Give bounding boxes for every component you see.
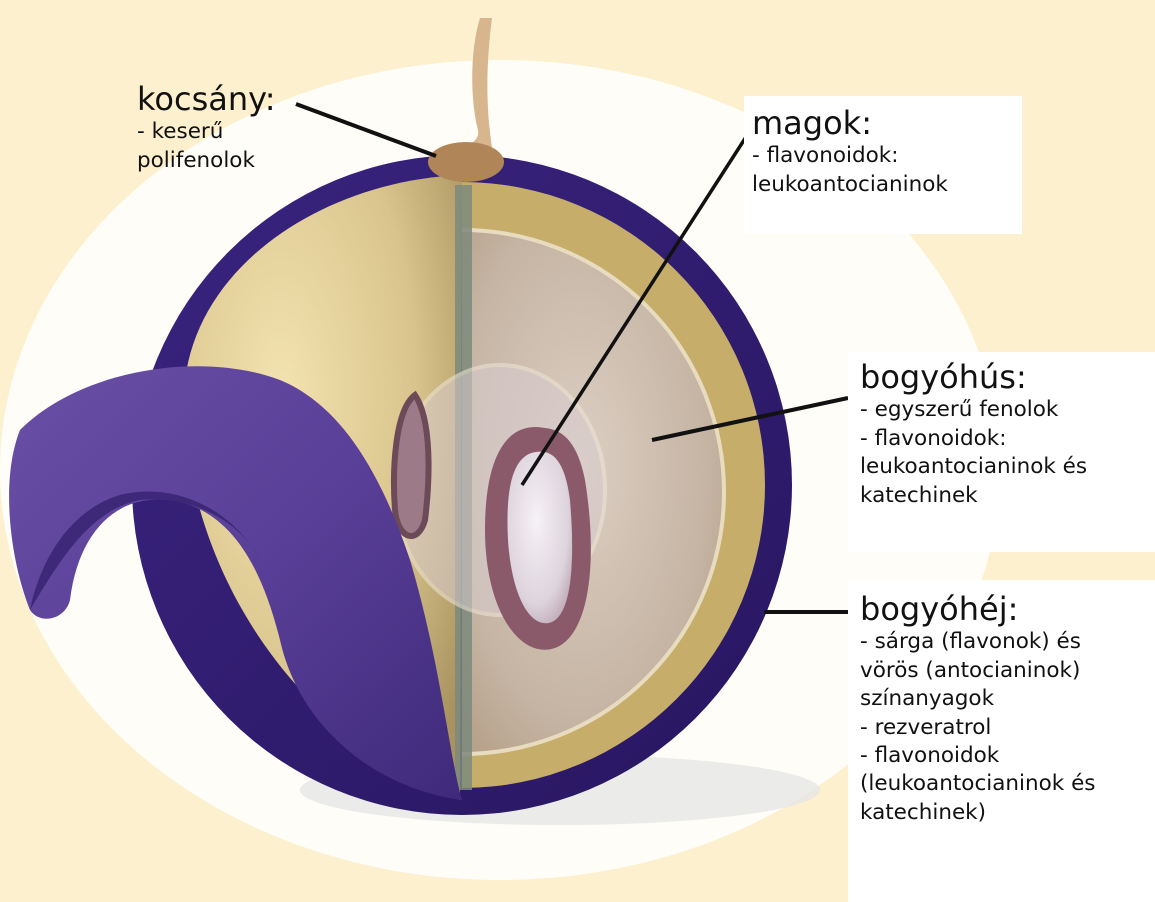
- skin-label-line: - flavonoidok: [860, 742, 1096, 770]
- skin-label-line: - sárga (flavonok) és: [860, 628, 1096, 656]
- flesh-label-line: leukoantocianinok és: [860, 453, 1087, 481]
- flesh-label-line: - flavonoidok:: [860, 425, 1087, 453]
- skin-label-line: vörös (antocianinok): [860, 657, 1096, 685]
- stem-label-line: polifenolok: [137, 147, 276, 175]
- stem-label-line: - keserű: [137, 118, 276, 146]
- skin-label-line: katechinek): [860, 799, 1096, 827]
- skin-label-line: - rezveratrol: [860, 714, 1096, 742]
- stem-base: [428, 142, 504, 182]
- skin-label-title: bogyóhéj:: [860, 590, 1096, 628]
- skin-label-line: (leukoantocianinok és: [860, 770, 1096, 798]
- skin-label-line: színanyagok: [860, 685, 1096, 713]
- seed-left: [394, 395, 429, 536]
- stem-label-title: kocsány:: [137, 80, 276, 118]
- seeds-label-title: magok:: [752, 104, 948, 142]
- seeds-label-line: leukoantocianinok: [752, 171, 948, 199]
- seeds-label-line: - flavonoidok:: [752, 142, 948, 170]
- flesh-label-line: - egyszerű fenolok: [860, 396, 1087, 424]
- stem-label: kocsány: - keserű polifenolok: [137, 80, 276, 175]
- flesh-label-line: katechinek: [860, 482, 1087, 510]
- seeds-label: magok: - flavonoidok: leukoantocianinok: [752, 104, 948, 199]
- flesh-label-title: bogyóhús:: [860, 358, 1087, 396]
- flesh-label: bogyóhús: - egyszerű fenolok - flavonoid…: [860, 358, 1087, 510]
- skin-label: bogyóhéj: - sárga (flavonok) és vörös (a…: [860, 590, 1096, 827]
